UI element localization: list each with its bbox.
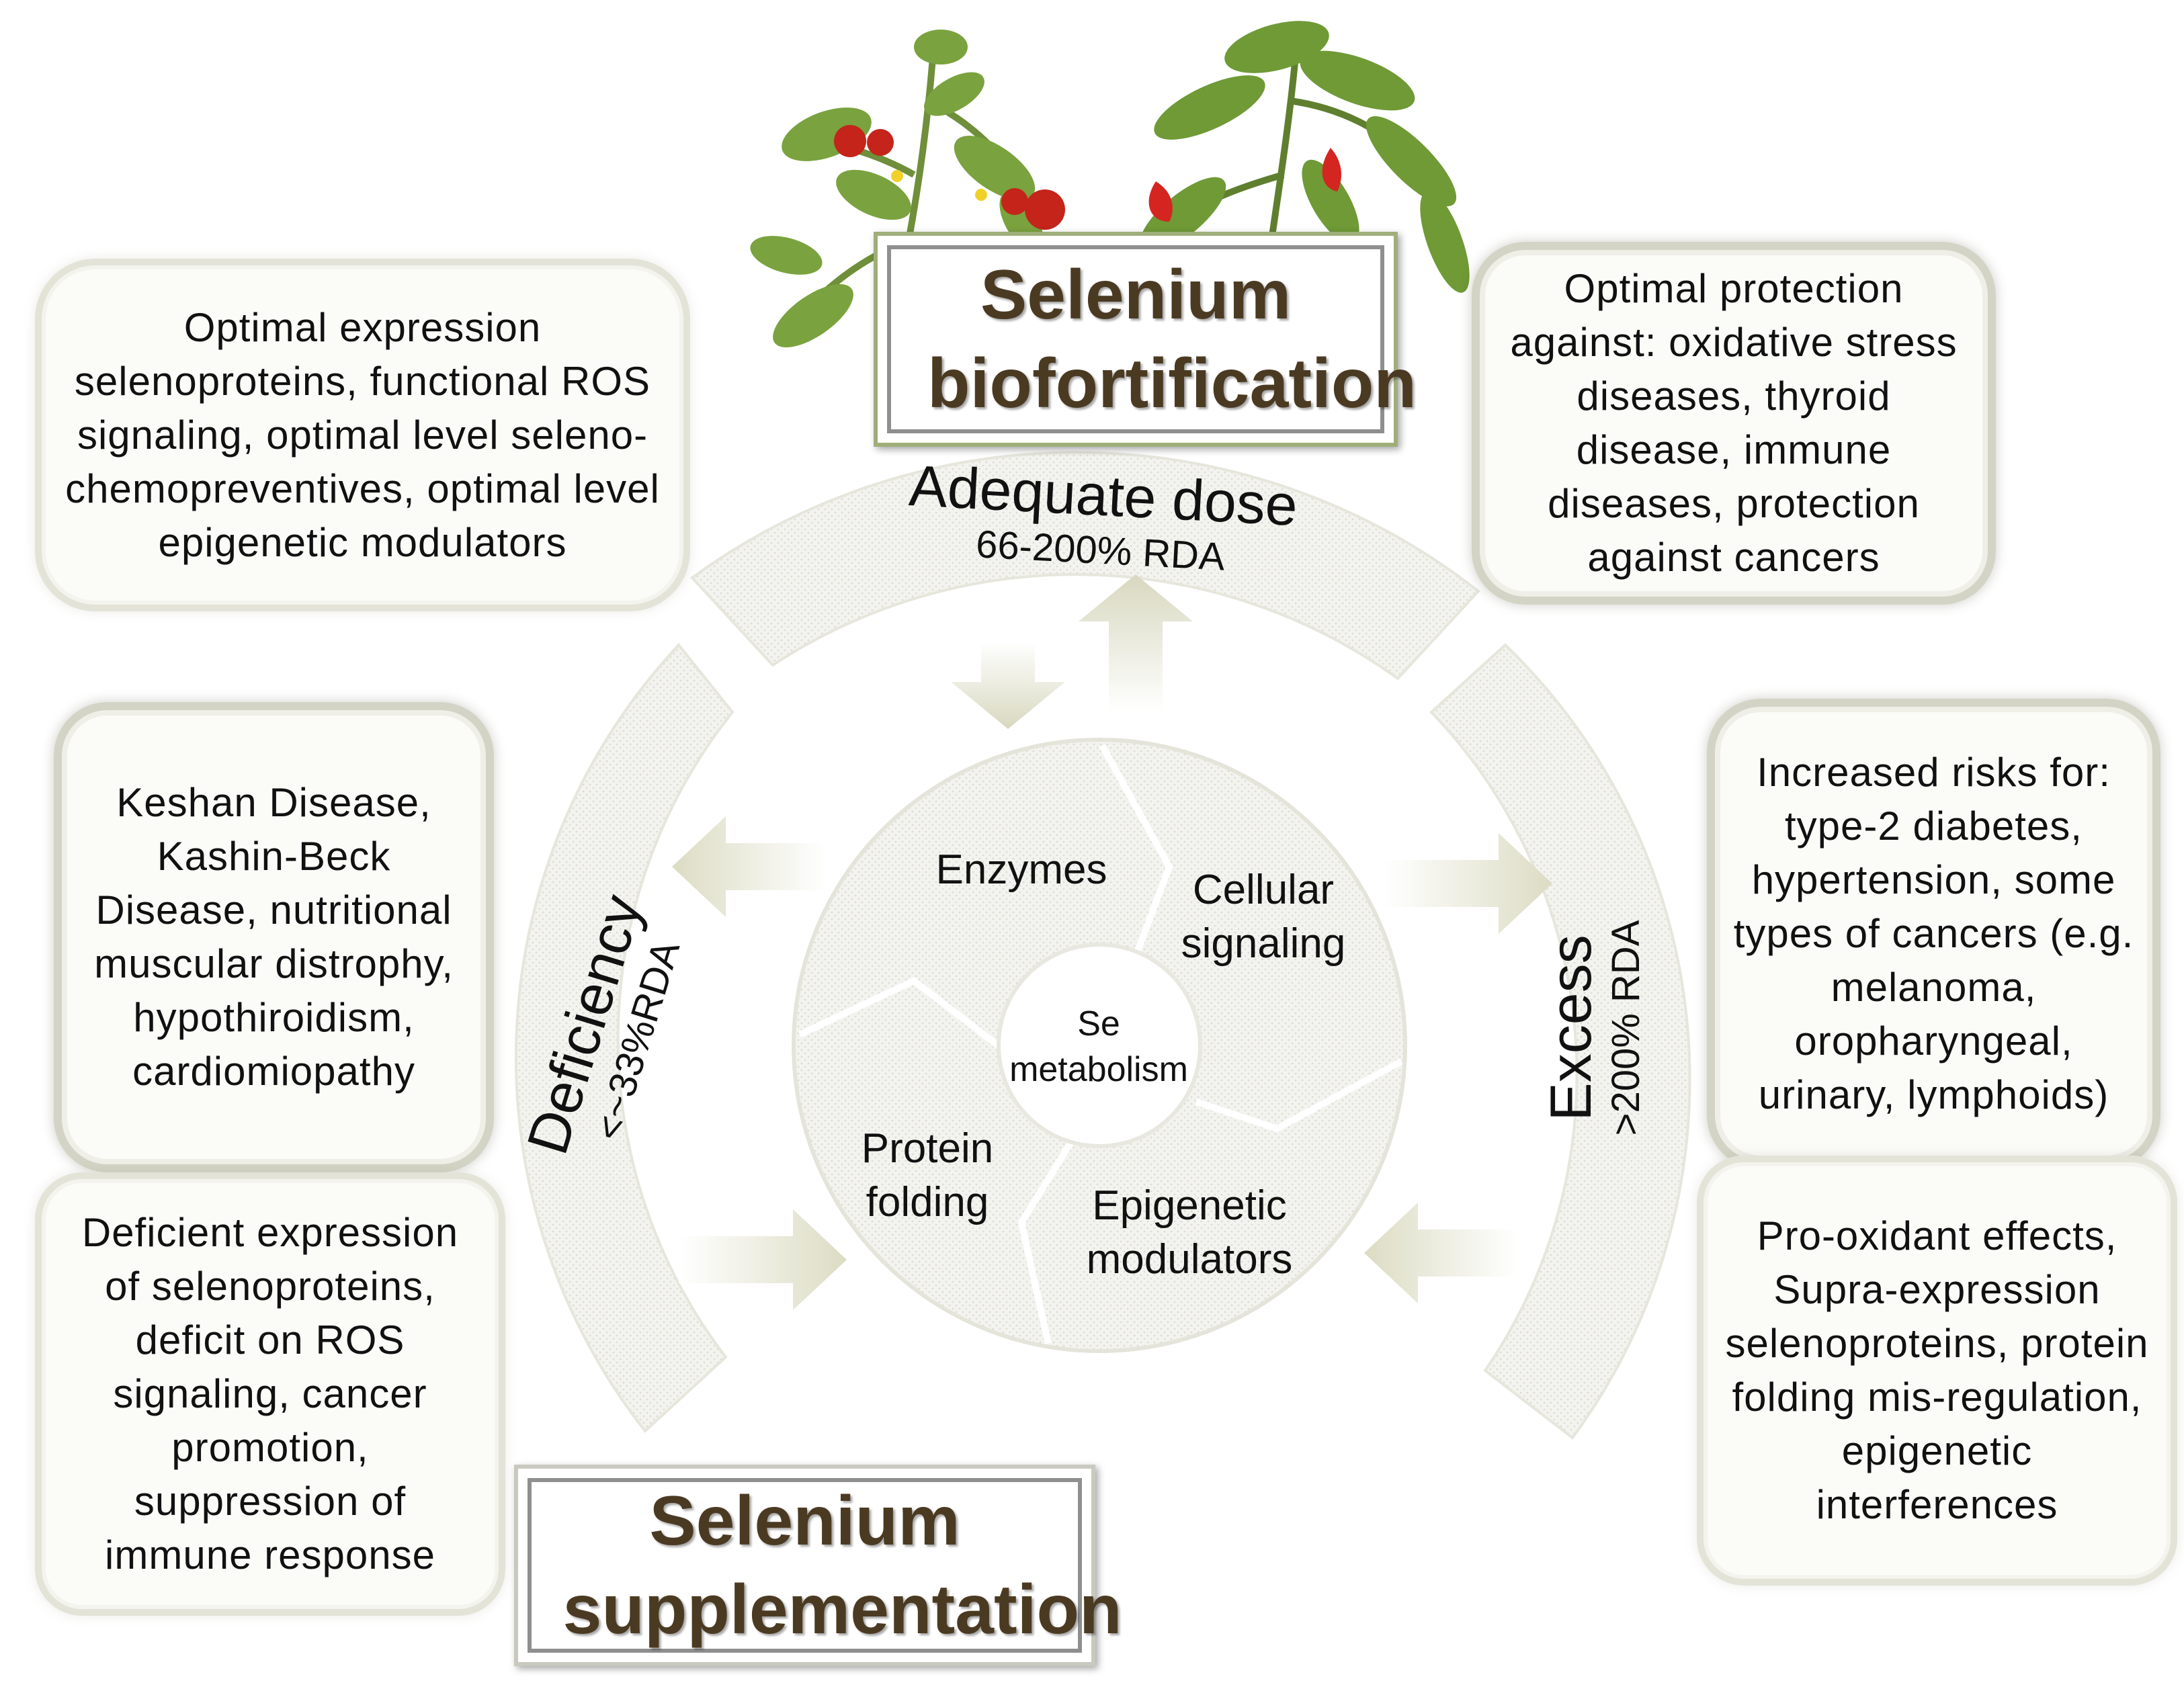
deficiency-arc xyxy=(514,642,734,1433)
box-excess-mechanism: Pro-oxidant effects, Supra-expression se… xyxy=(1697,1156,2177,1586)
excess-range: >200% RDA xyxy=(1604,920,1648,1136)
box-adequate-outcome: Optimal protection against: oxidative st… xyxy=(1472,242,1996,605)
central-wheel xyxy=(792,738,1407,1353)
arrow-left-lower-icon xyxy=(1364,1203,1519,1303)
flow-arrows xyxy=(672,574,1552,1310)
arrow-right-lower-icon xyxy=(679,1209,847,1310)
plant-illustration xyxy=(750,21,1470,348)
box-deficiency-disease: Keshan Disease, Kashin-Beck Disease, nut… xyxy=(54,702,494,1172)
box-excess-risk-text: Increased risks for: type-2 diabetes, hy… xyxy=(1733,750,2134,1117)
segment-enzymes: Enzymes xyxy=(935,847,1107,893)
segment-cellular-signaling: Cellular signaling xyxy=(1181,867,1346,967)
segment-divider-3 xyxy=(1017,1133,1079,1345)
box-deficiency-disease-text: Keshan Disease, Kashin-Beck Disease, nut… xyxy=(94,780,454,1094)
segment-divider-1 xyxy=(1099,744,1173,976)
excess-arc xyxy=(1429,643,1691,1440)
arrow-up-icon xyxy=(1079,574,1193,712)
segment-protein-folding: Protein folding xyxy=(861,1125,994,1225)
segment-epigenetic-modulators: Epigenetic modulators xyxy=(1086,1182,1293,1283)
box-excess-mechanism-text: Pro-oxidant effects, Supra-expression se… xyxy=(1725,1213,2149,1527)
excess-arc-label: Excess >200% RDA xyxy=(1539,786,1673,1270)
adequate-arc xyxy=(690,451,1480,681)
box-adequate-mechanism-text: Optimal expression selenoproteins, funct… xyxy=(65,304,660,565)
title-biofortification-text: Selenium biofortification xyxy=(927,256,1417,423)
dose-ring xyxy=(514,451,1691,1440)
segment-divider-2 xyxy=(1195,1058,1403,1133)
title-supplementation: Selenium supplementation xyxy=(514,1465,1122,1666)
excess-label: Excess xyxy=(1539,935,1603,1121)
title-supplementation-text: Selenium supplementation xyxy=(562,1482,1122,1649)
box-deficiency-mechanism: Deficient expression of selenoproteins, … xyxy=(35,1172,505,1616)
arrow-right-upper-icon xyxy=(1384,833,1552,934)
box-excess-risk: Increased risks for: type-2 diabetes, hy… xyxy=(1707,699,2160,1169)
core-se-metabolism: Se metabolism xyxy=(1009,1004,1188,1089)
box-deficiency-mechanism-text: Deficient expression of selenoproteins, … xyxy=(81,1210,459,1577)
box-adequate-outcome-text: Optimal protection against: oxidative st… xyxy=(1510,266,1958,580)
arrow-down-icon xyxy=(951,642,1065,729)
box-adequate-mechanism: Optimal expression selenoproteins, funct… xyxy=(35,259,690,611)
segment-divider-4 xyxy=(798,977,1004,1051)
core-circle xyxy=(997,943,1202,1148)
arrow-left-upper-icon xyxy=(672,816,827,917)
title-biofortification: Selenium biofortification xyxy=(874,232,1417,447)
